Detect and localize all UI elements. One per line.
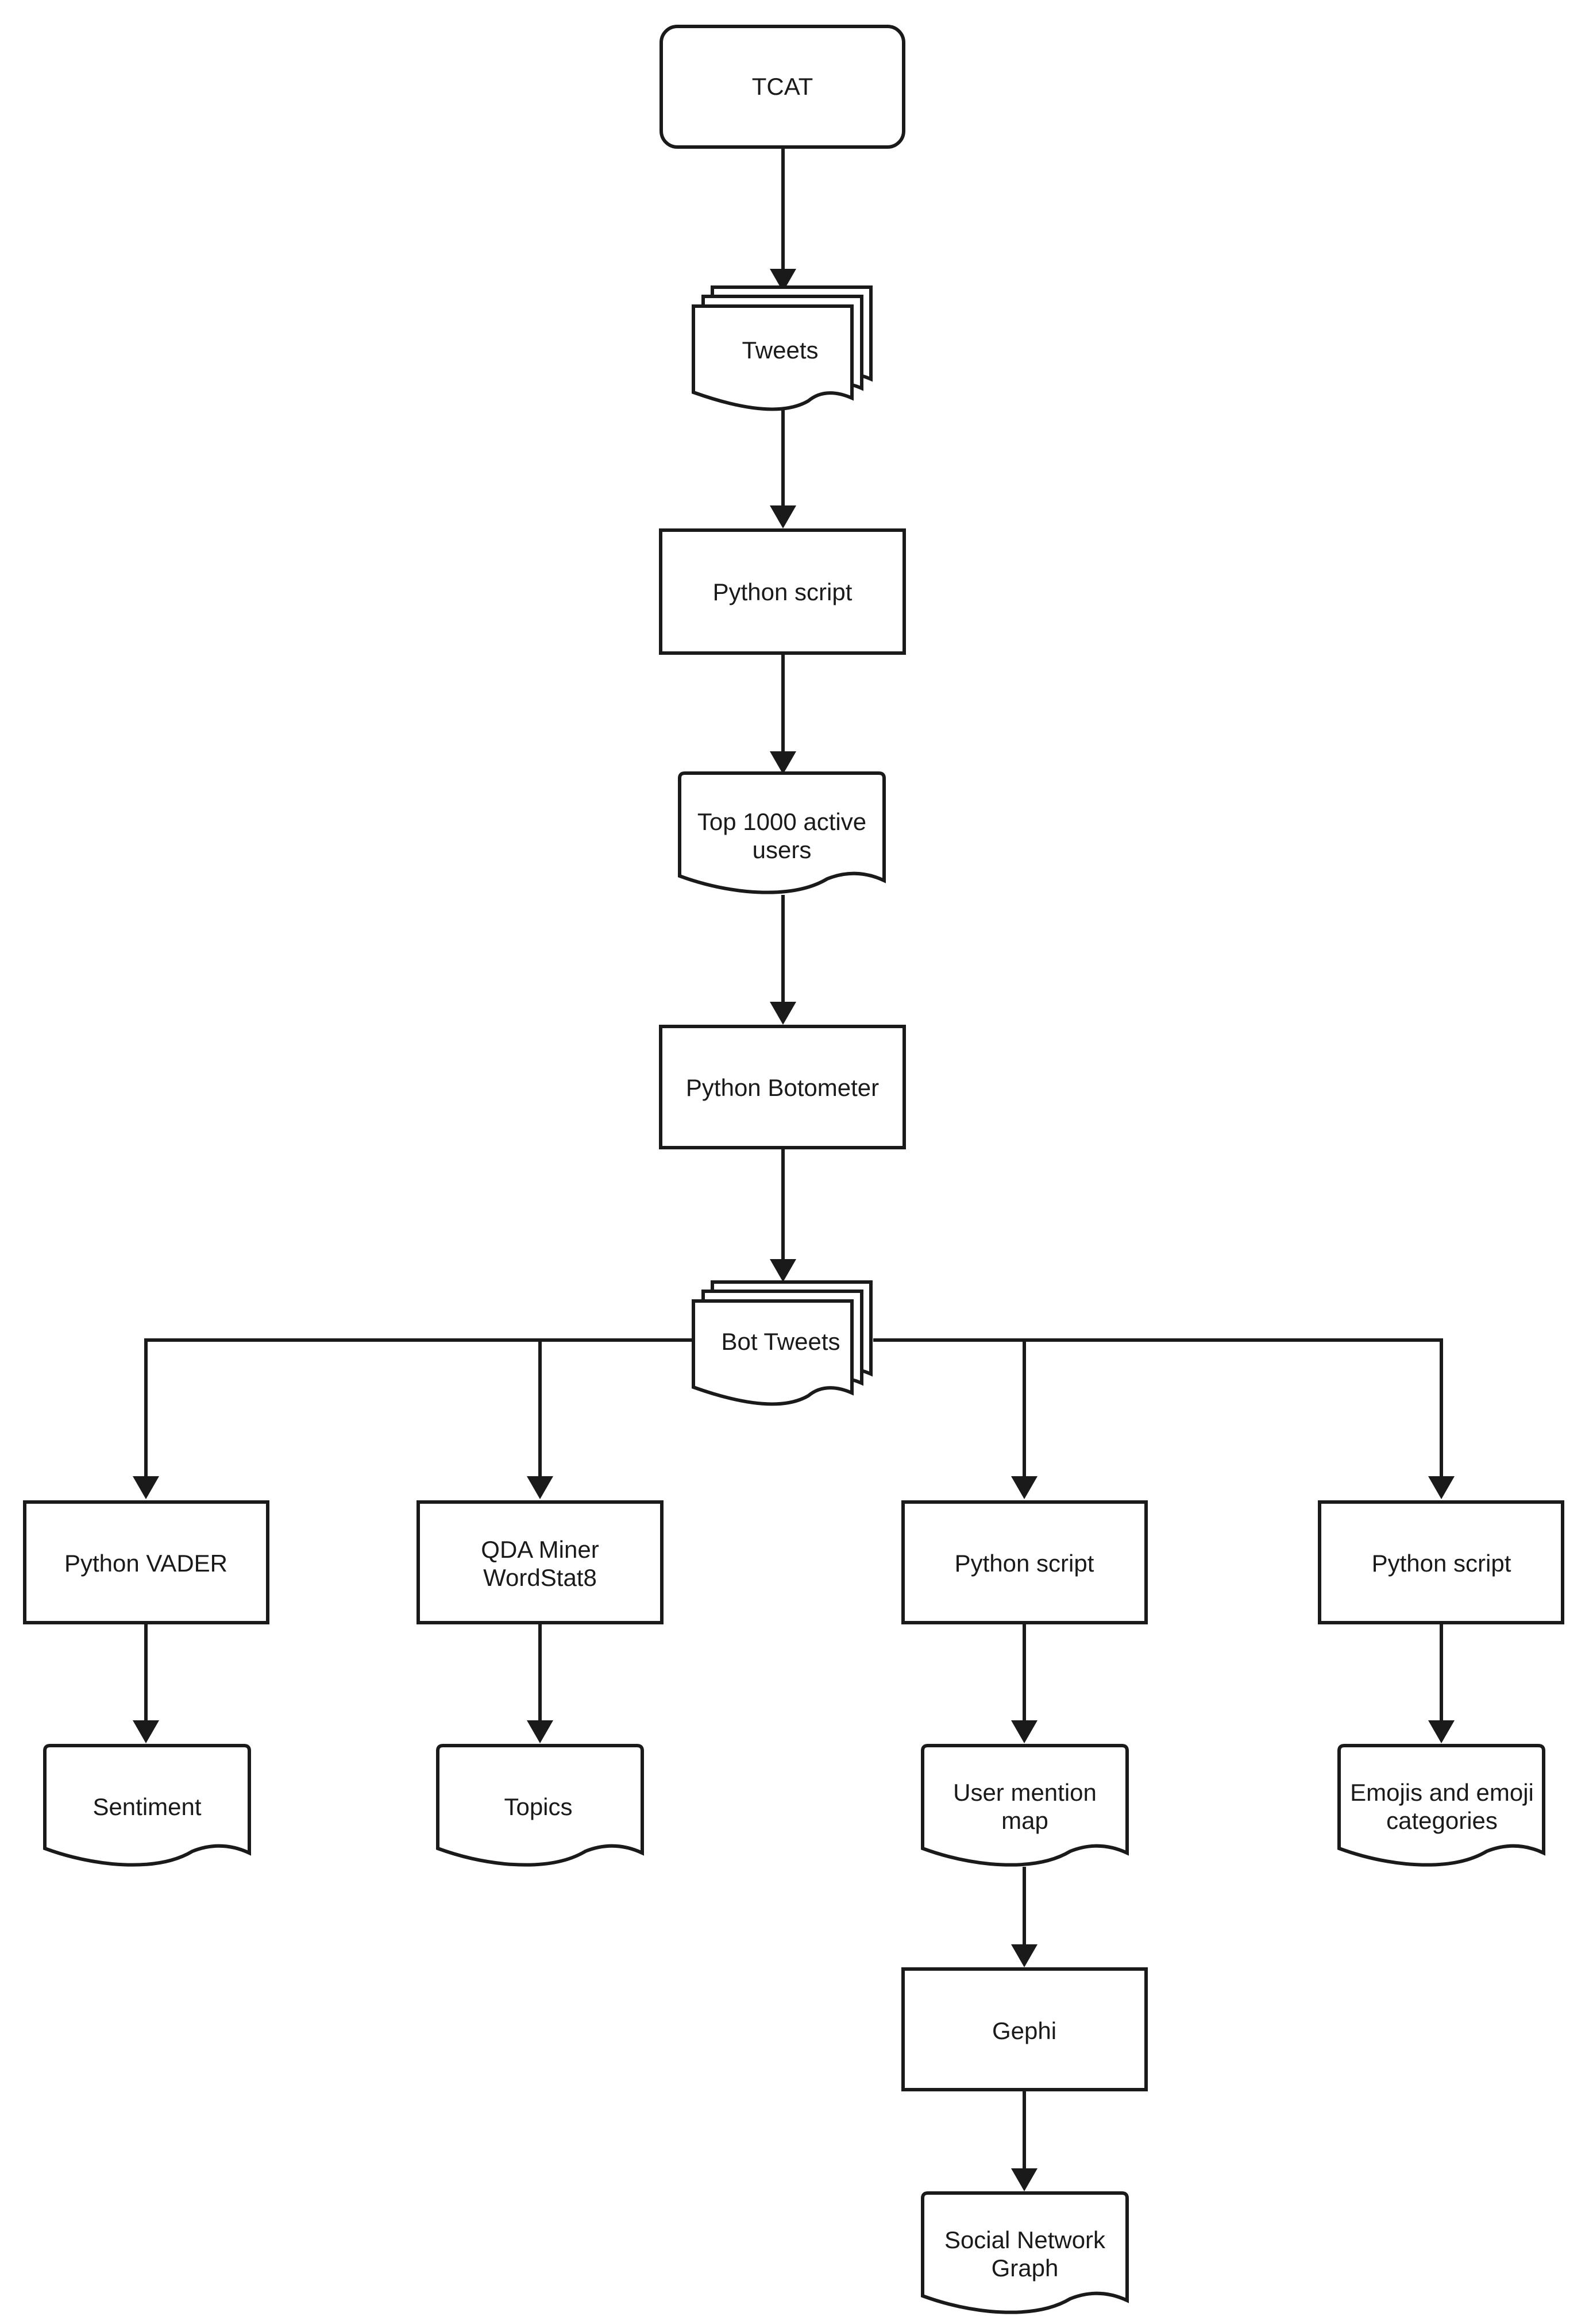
arrowhead — [770, 269, 796, 292]
node-top-users-line-2: users — [753, 836, 812, 863]
node-gephi-label: Gephi — [992, 2017, 1056, 2044]
arrowhead — [1011, 1720, 1038, 1743]
node-top-users-line-1: Top 1000 active — [697, 808, 866, 835]
node-social-network-line-2: Graph — [992, 2254, 1059, 2281]
node-botometer-label: Python Botometer — [686, 1074, 879, 1101]
arrowhead — [133, 1476, 159, 1499]
node-tcat-label: TCAT — [752, 73, 813, 100]
node-python-script-3-label: Python script — [1372, 1550, 1511, 1577]
node-python-script-1: Python script — [659, 528, 906, 655]
arrowhead — [770, 751, 796, 774]
node-tweets-label: Tweets — [742, 337, 818, 364]
node-topics-label: Topics — [504, 1793, 572, 1820]
arrowhead — [770, 505, 796, 528]
edges — [133, 147, 1455, 2191]
node-emojis-line-2: categories — [1386, 1807, 1498, 1834]
edge-bot-tweets-branch-left — [144, 1338, 695, 1488]
arrowhead — [770, 1259, 796, 1282]
node-qda-line-1: QDA Miner — [481, 1536, 599, 1563]
node-topics: Topics — [436, 1744, 644, 1867]
node-qda-line-2: WordStat8 — [483, 1564, 597, 1591]
node-top-users: Top 1000 active users — [678, 771, 886, 894]
node-bot-tweets-label: Bot Tweets — [721, 1328, 840, 1355]
node-python-script-3: Python script — [1318, 1500, 1564, 1624]
node-user-mention-map: User mention map — [921, 1744, 1129, 1867]
node-bot-tweets: Bot Tweets — [692, 1280, 873, 1406]
node-user-mention-line-2: map — [1001, 1807, 1048, 1834]
arrowhead — [1011, 2168, 1038, 2191]
arrowhead — [1011, 1476, 1038, 1499]
node-social-network-graph: Social Network Graph — [921, 2191, 1129, 2314]
node-emojis: Emojis and emoji categories — [1337, 1744, 1545, 1867]
arrowhead — [1011, 1944, 1038, 1967]
node-botometer: Python Botometer — [659, 1025, 906, 1149]
node-user-mention-line-1: User mention — [953, 1779, 1097, 1806]
arrowhead — [1428, 1476, 1455, 1499]
node-qda: QDA Miner WordStat8 — [416, 1500, 664, 1624]
arrowhead — [1428, 1720, 1455, 1743]
arrowhead — [133, 1720, 159, 1743]
node-vader-label: Python VADER — [64, 1550, 227, 1577]
node-python-script-2-label: Python script — [955, 1550, 1094, 1577]
edge-bot-tweets-branch-right — [873, 1338, 1443, 1488]
node-emojis-line-1: Emojis and emoji — [1350, 1779, 1534, 1806]
node-sentiment-label: Sentiment — [92, 1793, 201, 1820]
arrowhead — [770, 1002, 796, 1025]
node-python-script-1-label: Python script — [713, 578, 853, 605]
node-sentiment: Sentiment — [43, 1744, 251, 1867]
node-tcat: TCAT — [659, 25, 905, 149]
node-tweets: Tweets — [692, 285, 873, 411]
arrowhead — [527, 1476, 553, 1499]
node-python-script-2: Python script — [901, 1500, 1148, 1624]
arrowhead — [527, 1720, 553, 1743]
node-gephi: Gephi — [901, 1967, 1148, 2091]
node-social-network-line-1: Social Network — [944, 2226, 1106, 2253]
node-vader: Python VADER — [23, 1500, 269, 1624]
